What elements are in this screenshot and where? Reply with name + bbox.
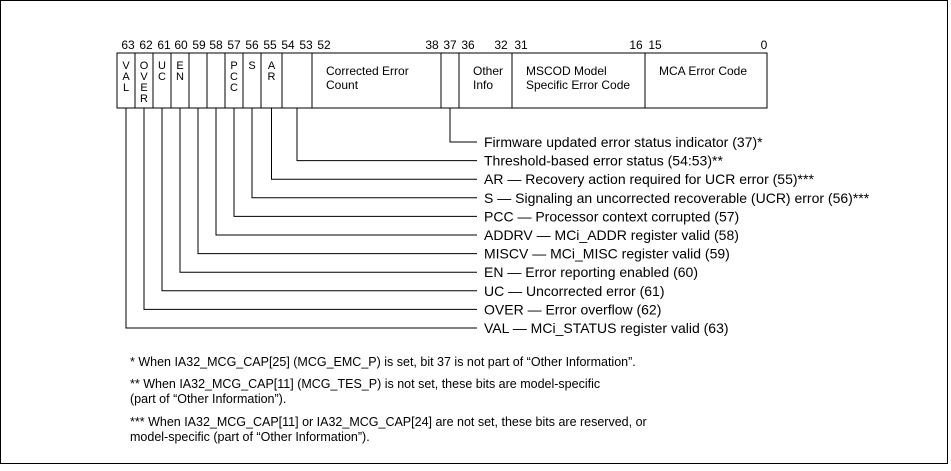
field-pcc-letter: P [230, 60, 237, 72]
bit-number-52: 52 [317, 38, 331, 52]
field-en: EN [176, 53, 190, 108]
field-val-letter: V [122, 60, 130, 72]
leader-s [251, 108, 477, 199]
footnotes: * When IA32_MCG_CAP[25] (MCG_EMC_P) is s… [130, 355, 647, 444]
callout-fw-updated: Firmware updated error status indicator … [484, 134, 763, 150]
callout-leader-lines [125, 108, 477, 329]
bit-number-55: 55 [263, 38, 277, 52]
footnote-3-line: model-specific (part of “Other Informati… [130, 430, 370, 444]
field-ar-letter: R [268, 71, 276, 83]
field-val-letter: L [123, 82, 129, 94]
field-uc-letter: U [158, 60, 166, 72]
bit-number-57: 57 [227, 38, 241, 52]
field-val: VAL [122, 53, 136, 108]
field-en-letter: N [176, 71, 184, 83]
leader-en [179, 108, 477, 273]
field-corrected-error-count-label: Corrected Error [326, 64, 409, 78]
leader-uc [161, 108, 477, 292]
field-mscod-label: MSCOD Model [526, 64, 607, 78]
field-over-letter: E [140, 82, 147, 94]
bit-number-62: 62 [139, 38, 153, 52]
leader-addrv [215, 108, 477, 236]
field-ar-letter: A [268, 60, 276, 72]
field-over-letter: O [140, 60, 149, 72]
field-mca-error-code-label: MCA Error Code [659, 64, 747, 78]
leader-pcc [233, 108, 477, 217]
register-outline [116, 52, 768, 109]
leader-threshold [296, 108, 477, 162]
field-s-letter: S [248, 60, 255, 72]
bit-number-16: 16 [629, 38, 643, 52]
leader-val [125, 108, 477, 329]
callout-over: OVER — Error overflow (62) [484, 301, 661, 317]
leader-miscv [197, 108, 477, 255]
field-over-letter: R [140, 93, 148, 105]
callout-pcc: PCC — Processor context corrupted (57) [484, 208, 739, 224]
callout-labels: Firmware updated error status indicator … [484, 134, 870, 336]
bit-number-61: 61 [157, 38, 171, 52]
bit-number-58: 58 [209, 38, 223, 52]
bit-number-36: 36 [461, 38, 475, 52]
callout-en: EN — Error reporting enabled (60) [484, 264, 698, 280]
field-mscod-label: Specific Error Code [526, 78, 630, 92]
field-pcc: PCC [230, 53, 244, 108]
callout-val: VAL — MCi_STATUS register valid (63) [484, 320, 729, 336]
field-ar: AR [268, 53, 283, 108]
field-s: S [248, 53, 262, 108]
callout-uc: UC — Uncorrected error (61) [484, 283, 665, 299]
field-uc-letter: C [158, 71, 166, 83]
leader-fw-updated [449, 108, 477, 143]
field-corrected-error-count-label: Count [326, 78, 359, 92]
bit-number-53: 53 [299, 38, 313, 52]
callout-ar: AR — Recovery action required for UCR er… [484, 171, 814, 187]
bit-number-0: 0 [761, 38, 768, 52]
bit-number-59: 59 [192, 38, 206, 52]
field-mca-error-code: MCA Error Code [659, 64, 747, 78]
bit-number-38: 38 [425, 38, 439, 52]
field-uc: UC [158, 53, 172, 108]
bit-number-63: 63 [121, 38, 135, 52]
footnote-3-line: *** When IA32_MCG_CAP[11] or IA32_MCG_CA… [130, 415, 647, 429]
footnote-2-line: ** When IA32_MCG_CAP[11] (MCG_TES_P) is … [130, 377, 600, 391]
field-over-letter: V [140, 71, 148, 83]
field-val-letter: A [122, 71, 130, 83]
leader-over [143, 108, 477, 310]
bit-number-60: 60 [174, 38, 188, 52]
field-other-info-label: Info [473, 78, 493, 92]
field-pcc-letter: C [230, 71, 238, 83]
bit-number-37: 37 [443, 38, 457, 52]
bit-number-54: 54 [281, 38, 295, 52]
field-other-info-label: Other [473, 64, 503, 78]
footnote-2-line: (part of “Other Information”). [130, 392, 286, 406]
field-en-letter: E [176, 60, 183, 72]
field-over: OVER [140, 53, 154, 108]
leader-ar [271, 108, 477, 180]
field-pcc-letter: C [230, 82, 238, 94]
footnote-1-line: * When IA32_MCG_CAP[25] (MCG_EMC_P) is s… [130, 355, 636, 369]
bit-number-56: 56 [245, 38, 259, 52]
bit-number-31: 31 [514, 38, 528, 52]
bit-number-15: 15 [648, 38, 662, 52]
callout-addrv: ADDRV — MCi_ADDR register valid (58) [484, 227, 739, 243]
callout-s: S — Signaling an uncorrected recoverable… [484, 190, 870, 206]
callout-miscv: MISCV — MCi_MISC register valid (59) [484, 246, 730, 262]
bit-number-32: 32 [494, 38, 508, 52]
callout-threshold: Threshold-based error status (54:53)** [484, 153, 723, 169]
